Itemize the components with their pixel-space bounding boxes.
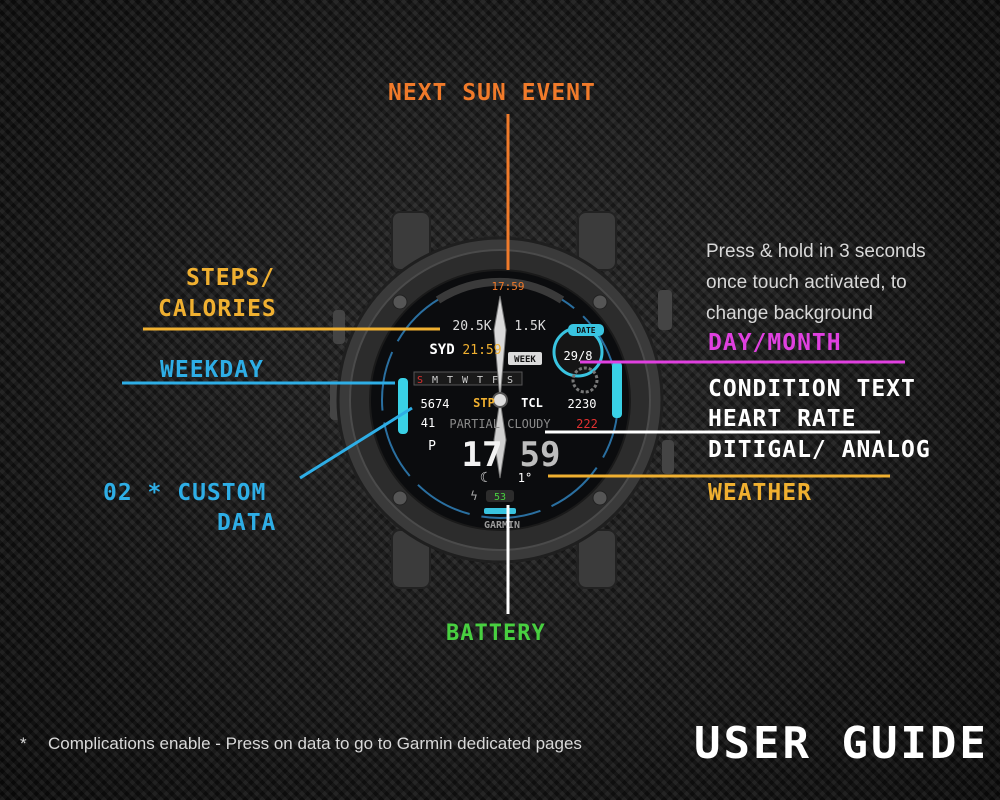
- lightning-icon: ϟ: [470, 489, 478, 503]
- custom-data-leader: [299, 406, 413, 480]
- custom-right-text[interactable]: 2230: [568, 397, 597, 411]
- gear-icon: [571, 366, 599, 394]
- weekday-letter: F: [492, 375, 498, 386]
- minute-digits: 59: [520, 435, 561, 475]
- footnote-asterisk: *: [20, 734, 27, 753]
- left-top-button[interactable]: [333, 310, 345, 344]
- temperature-text[interactable]: 1°: [518, 471, 532, 485]
- city-text: SYD: [429, 342, 454, 358]
- weekday-letter: T: [447, 375, 453, 386]
- steps-text[interactable]: 20.5K: [452, 319, 491, 334]
- weekday-letter: T: [477, 375, 483, 386]
- steps-label: STEPS/: [186, 265, 276, 291]
- week-badge: WEEK: [514, 355, 536, 365]
- background-note-line3: change background: [706, 303, 873, 324]
- right-top-button[interactable]: [658, 290, 672, 330]
- custom-data-label: 02 * CUSTOM: [103, 480, 267, 506]
- weather-label: WEATHER: [708, 480, 812, 506]
- calories-label: CALORIES: [158, 296, 277, 322]
- right-bottom-button[interactable]: [662, 440, 674, 474]
- left-gauge: [398, 378, 408, 434]
- next-sun-event-label: NEXT SUN EVENT: [388, 80, 596, 106]
- heart-rate-label: HEART RATE: [708, 406, 857, 432]
- weekday-label: WEEKDAY: [160, 357, 264, 383]
- heart-rate-text[interactable]: 222: [576, 417, 598, 431]
- moon-icon: ☾: [480, 470, 493, 486]
- weekday-letter: S: [507, 375, 513, 386]
- battery-text[interactable]: 53: [494, 492, 506, 503]
- background-note-line2: once touch activated, to: [706, 272, 907, 293]
- condition-text[interactable]: PARTIAL CLOUDY: [449, 417, 551, 431]
- custom-left-small-text[interactable]: 41: [421, 416, 435, 430]
- custom-left-text[interactable]: 5674: [421, 397, 450, 411]
- right-gauge: [612, 362, 622, 418]
- calories-text[interactable]: 1.5K: [514, 319, 545, 334]
- city-time-text: 21:59: [462, 343, 501, 358]
- weekday-letter: M: [432, 375, 438, 386]
- digital-analog-label: DITIGAL/ ANALOG: [708, 437, 931, 463]
- hour-hand: [493, 399, 507, 479]
- hand-pivot: [492, 392, 508, 408]
- background-note-line1: Press & hold in 3 seconds: [706, 241, 926, 262]
- side-p-text: P: [428, 439, 436, 454]
- condition-text-label: CONDITION TEXT: [708, 376, 916, 402]
- date-badge: DATE: [576, 326, 595, 335]
- garmin-brand: GARMIN: [484, 520, 520, 531]
- battery-label: BATTERY: [446, 621, 546, 646]
- user-guide-title: USER GUIDE: [694, 718, 989, 769]
- hour-digits: 17: [462, 435, 503, 475]
- sun-time-text[interactable]: 17:59: [491, 280, 524, 293]
- weekday-letter: S: [417, 375, 423, 386]
- day-month-label: DAY/MONTH: [708, 330, 842, 356]
- weekday-letter: W: [462, 375, 469, 386]
- minute-hand: [493, 295, 507, 401]
- date-text: 29/8: [564, 349, 593, 363]
- custom-data-label-2: DATA: [217, 510, 277, 536]
- footnote-text: Complications enable - Press on data to …: [48, 734, 582, 753]
- tag-right: TCL: [521, 396, 543, 410]
- tag-left: STP: [473, 396, 495, 410]
